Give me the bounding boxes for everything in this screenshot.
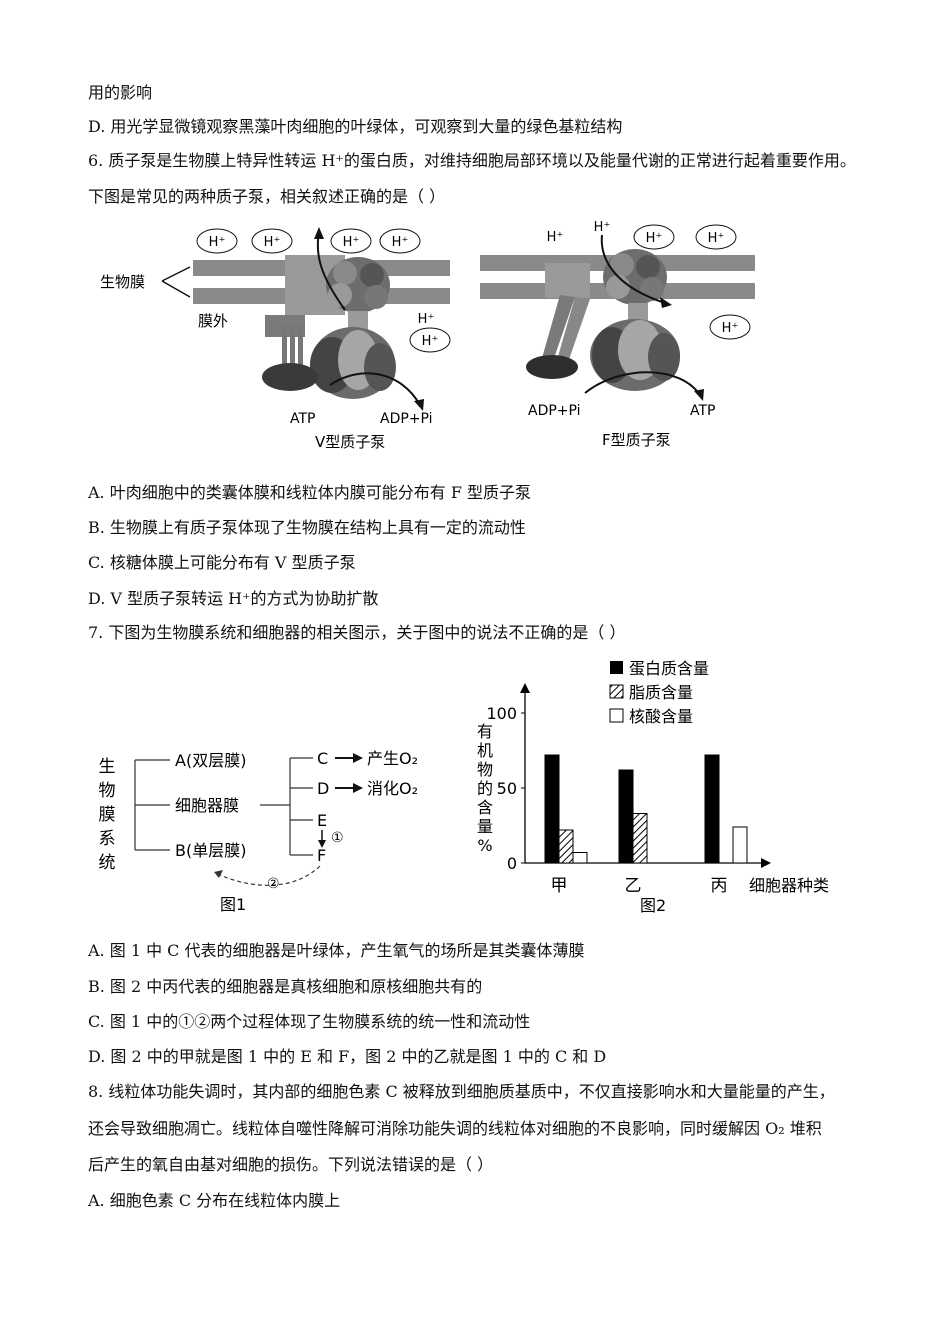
ylabel-char: 机 — [477, 741, 493, 760]
legend-label: 蛋白质含量 — [629, 659, 709, 678]
ylabel-char: 有 — [477, 722, 493, 741]
figure-1-diagram: 生 物 膜 系 统 A(双层膜) 细胞器膜 B(单层膜) C D E F 产生O… — [99, 749, 419, 914]
y-tick-label: 100 — [486, 704, 517, 723]
svg-text:H⁺: H⁺ — [343, 235, 360, 250]
question-8-stem-3: 后产生的氧自由基对细胞的损伤。下列说法错误的是（ ） — [88, 1155, 494, 1174]
f-caption: F型质子泵 — [602, 431, 671, 449]
svg-text:H⁺: H⁺ — [708, 231, 725, 246]
bar-丙-2 — [732, 826, 748, 864]
svg-text:H⁺: H⁺ — [422, 334, 439, 349]
root-char: 生 — [99, 757, 116, 777]
svg-text:H⁺: H⁺ — [209, 235, 226, 250]
step-2-marker: ② — [267, 876, 280, 892]
svg-text:H⁺: H⁺ — [722, 321, 739, 336]
x-category-label: 乙 — [625, 876, 642, 896]
root-char: 膜 — [99, 805, 116, 825]
legend-label: 脂质含量 — [629, 683, 693, 702]
svg-text:H⁺: H⁺ — [264, 235, 281, 250]
svg-text:H⁺: H⁺ — [392, 235, 409, 250]
f-adp-label: ADP+Pi — [528, 403, 581, 419]
option-a: A. 叶肉细胞中的类囊体膜和线粒体内膜可能分布有 F 型质子泵 — [88, 483, 532, 502]
y-tick-label: 50 — [497, 779, 517, 798]
bar-甲-0 — [544, 754, 560, 864]
svg-text:H⁺: H⁺ — [547, 230, 564, 245]
figure-2-caption: 图2 — [640, 896, 666, 915]
x-category-label: 丙 — [711, 876, 728, 896]
v-adp-label: ADP+Pi — [380, 411, 433, 427]
x-category-label: 甲 — [551, 876, 568, 896]
option-a: A. 图 1 中 C 代表的细胞器是叶绿体，产生氧气的场所是其类囊体薄膜 — [88, 941, 585, 960]
y-tick-label: 0 — [507, 854, 517, 873]
node-f: F — [317, 846, 326, 865]
svg-text:H⁺: H⁺ — [646, 231, 663, 246]
v-atp-label: ATP — [290, 411, 315, 427]
option-a: A. 细胞色素 C 分布在线粒体内膜上 — [88, 1191, 341, 1210]
figure-2-chart: 蛋白质含量 脂质含量 核酸含量 0 50 100 甲 乙 丙 有 机 物 的 含 量 %… — [477, 659, 829, 915]
legend-swatch-lipid — [609, 684, 624, 699]
membrane-label: 生物膜 — [100, 273, 145, 291]
ylabel-char: 含 — [477, 798, 493, 817]
option-c: C. 图 1 中的①②两个过程体现了生物膜系统的统一性和流动性 — [88, 1012, 531, 1031]
proton-pump-figure: H⁺ H⁺ H⁺ H⁺ H⁺ H⁺ H⁺ H⁺ H⁺ H⁺ H⁺ 生物膜 膜外 … — [100, 220, 755, 451]
question-8-stem-2: 还会导致细胞凋亡。线粒体自噬性降解可消除功能失调的线粒体对细胞的不良影响，同时缓… — [88, 1119, 822, 1138]
question-6-stem: 6. 质子泵是生物膜上特异性转运 H⁺的蛋白质，对维持细胞局部环境以及能量代谢的… — [88, 151, 856, 170]
outside-label: 膜外 — [198, 312, 228, 330]
bar-丙-0 — [704, 754, 720, 864]
option-b: B. 图 2 中丙代表的细胞器是真核细胞和原核细胞共有的 — [88, 977, 483, 996]
bar-乙-1 — [632, 813, 648, 864]
svg-text:H⁺: H⁺ — [594, 220, 611, 235]
h-ion: H⁺ H⁺ H⁺ H⁺ H⁺ H⁺ H⁺ H⁺ H⁺ H⁺ H⁺ — [196, 220, 751, 353]
option-b: B. 生物膜上有质子泵体现了生物膜在结构上具有一定的流动性 — [88, 518, 526, 537]
d-output: 消化O₂ — [367, 779, 418, 798]
ylabel-char: 的 — [477, 779, 493, 798]
bar-甲-2 — [572, 852, 588, 864]
option-d: D. 图 2 中的甲就是图 1 中的 E 和 F，图 2 中的乙就是图 1 中的… — [88, 1047, 607, 1066]
option-d: D. 用光学显微镜观察黑藻叶肉细胞的叶绿体，可观察到大量的绿色基粒结构 — [88, 117, 623, 136]
node-mid: 细胞器膜 — [175, 796, 239, 815]
f-atp-label: ATP — [690, 403, 715, 419]
text-line: 用的影响 — [88, 83, 153, 102]
question-7-stem: 7. 下图为生物膜系统和细胞器的相关图示，关于图中的说法不正确的是（ ） — [88, 623, 626, 642]
figure-1-caption: 图1 — [220, 895, 246, 914]
bar-甲-1 — [558, 829, 574, 864]
root-char: 系 — [99, 829, 116, 849]
question-6-stem-2: 下图是常见的两种质子泵，相关叙述正确的是（ ） — [88, 187, 446, 206]
node-c: C — [317, 749, 328, 768]
legend-swatch-nucleic — [609, 708, 624, 723]
ylabel-char: % — [477, 836, 492, 855]
x-axis-label: 细胞器种类 — [749, 876, 829, 895]
ylabel-char: 物 — [477, 760, 493, 779]
root-char: 统 — [99, 853, 116, 873]
ylabel-char: 量 — [477, 817, 493, 836]
legend: 蛋白质含量 脂质含量 核酸含量 — [609, 659, 709, 726]
node-b: B(单层膜) — [175, 841, 246, 860]
svg-text:H⁺: H⁺ — [418, 312, 435, 327]
question-8-stem: 8. 线粒体功能失调时，其内部的细胞色素 C 被释放到细胞质基质中，不仅直接影响… — [88, 1082, 835, 1101]
c-output: 产生O₂ — [367, 749, 418, 768]
root-char: 物 — [99, 781, 116, 801]
option-c: C. 核糖体膜上可能分布有 V 型质子泵 — [88, 553, 356, 572]
node-d: D — [317, 779, 329, 798]
bar-乙-0 — [618, 769, 634, 864]
y-axis-label: 有 机 物 的 含 量 % — [477, 722, 493, 855]
legend-swatch-protein — [610, 661, 623, 674]
step-1-marker: ① — [331, 830, 344, 846]
node-a: A(双层膜) — [175, 751, 246, 770]
node-e: E — [317, 811, 327, 830]
v-caption: V型质子泵 — [315, 433, 385, 451]
option-d: D. V 型质子泵转运 H⁺的方式为协助扩散 — [88, 589, 379, 608]
legend-label: 核酸含量 — [629, 707, 693, 726]
